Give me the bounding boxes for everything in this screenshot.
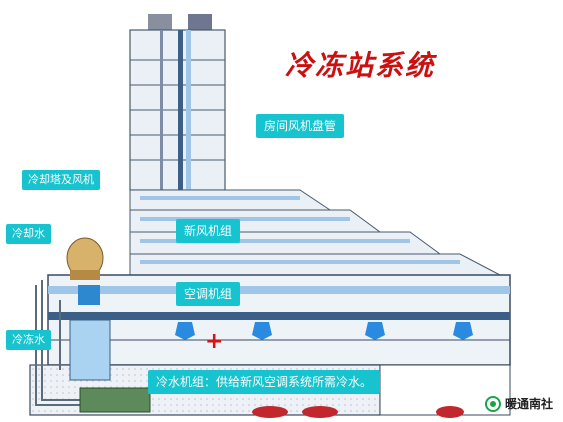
wechat-logo-icon — [484, 395, 501, 412]
roof-unit — [188, 14, 212, 32]
chiller-unit — [79, 387, 151, 413]
label-chilled-water: 冷冻水 — [6, 330, 51, 350]
label-cooling-tower: 冷却塔及风机 — [22, 170, 100, 190]
label-fcu: 房间风机盘管 — [256, 114, 345, 138]
ahu-unit — [69, 319, 111, 381]
terrace-ducts — [140, 196, 460, 264]
water-pipes — [35, 280, 80, 406]
watermark: 暖通南社 — [484, 395, 553, 412]
label-cooling-water: 冷却水 — [6, 224, 51, 244]
label-chiller: 冷水机组：供给新风空调系统所需冷水。 — [148, 370, 381, 394]
roof-unit — [148, 14, 172, 32]
heat-plus-icon: + — [205, 329, 223, 354]
tower — [129, 29, 226, 191]
podium — [47, 274, 511, 366]
cars — [252, 406, 464, 418]
ahu-block — [78, 285, 100, 305]
watermark-text: 暖通南社 — [504, 397, 553, 411]
label-fresh-air-unit: 新风机组 — [176, 219, 241, 243]
supply-arrows — [175, 322, 473, 340]
diagram-title: 冷冻站系统 — [285, 49, 436, 82]
cooling-tower — [66, 237, 104, 280]
label-ahu: 空调机组 — [176, 282, 241, 306]
